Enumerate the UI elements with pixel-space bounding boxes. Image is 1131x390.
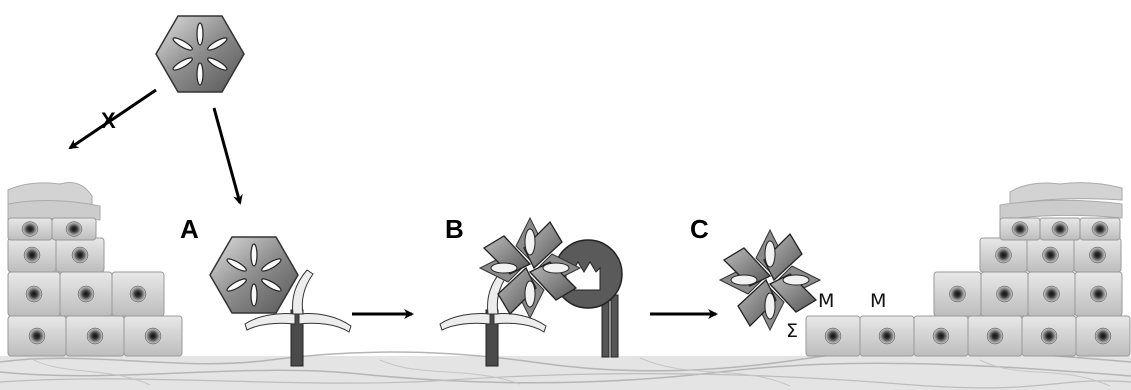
receptor-label-m2: M: [870, 290, 886, 312]
receptor-arm-left: [245, 313, 295, 330]
cell-nucleus: [950, 286, 966, 302]
receptor-label-m1: M: [818, 290, 834, 312]
cell-nucleus: [145, 328, 161, 344]
step-a-binding: [210, 237, 351, 366]
step-b-conformational-change: [440, 218, 622, 366]
cell-nucleus: [933, 328, 949, 344]
cell-nucleus: [29, 328, 45, 344]
left-epithelium: [8, 183, 182, 357]
cell-nucleus: [1092, 222, 1108, 237]
blocked-x-mark: X: [101, 108, 116, 133]
cell-nucleus: [22, 222, 38, 237]
virion-altered: [720, 230, 820, 330]
cell-nucleus: [130, 286, 146, 302]
cell-nucleus: [997, 286, 1013, 302]
cell-nucleus: [78, 286, 94, 302]
virion-hexagon-bound: [210, 237, 298, 313]
cell-nucleus: [1052, 222, 1068, 237]
cell-nucleus: [879, 328, 895, 344]
cell-nucleus: [87, 328, 103, 344]
cell-nucleus: [825, 328, 841, 344]
cell-nucleus: [66, 222, 82, 237]
cell-nucleus: [1044, 286, 1060, 302]
step-label-a: A: [180, 214, 199, 244]
cell-nucleus: [1091, 286, 1107, 302]
secondary-receptor: [554, 240, 622, 357]
cell-nucleus: [72, 247, 88, 263]
cell-nucleus: [24, 247, 40, 263]
step-label-b: B: [445, 214, 464, 244]
arrow-to-binding: [214, 108, 240, 203]
right-epithelium: [806, 183, 1130, 356]
cell-nucleus: [1043, 247, 1059, 263]
cell-nucleus: [1041, 328, 1057, 344]
cell-nucleus: [1095, 328, 1111, 344]
cell-nucleus: [987, 328, 1003, 344]
receptor-arm-right: [299, 314, 351, 333]
squame-cell: [1000, 200, 1122, 220]
virion-hexagon-free: [156, 16, 244, 92]
cell-nucleus: [1090, 247, 1106, 263]
cell-nucleus: [26, 286, 42, 302]
receptor-label-sigma: Σ: [786, 320, 798, 342]
cell-nucleus: [996, 247, 1012, 263]
step-label-c: C: [690, 214, 709, 244]
cell-nucleus: [1012, 222, 1028, 237]
